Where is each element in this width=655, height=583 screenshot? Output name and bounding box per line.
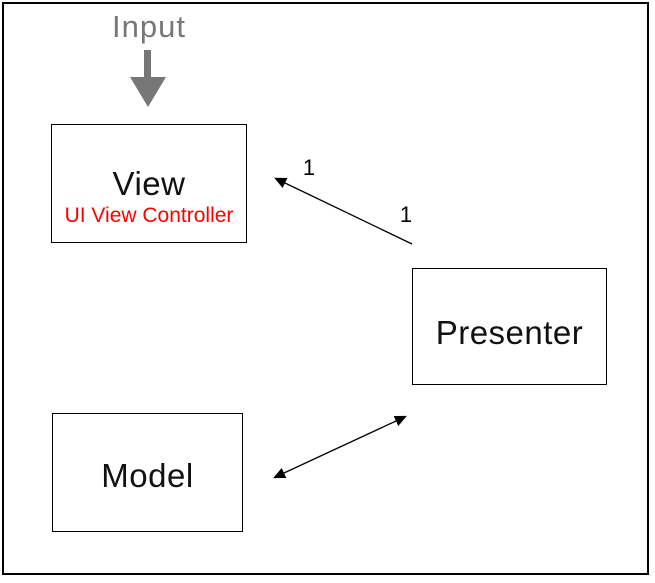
model-node: Model (52, 413, 243, 532)
presenter-node: Presenter (412, 268, 607, 385)
multiplicity-label-view-end: 1 (302, 155, 316, 180)
outer-border (2, 2, 649, 575)
presenter-node-title: Presenter (435, 314, 584, 352)
multiplicity-label-presenter-end: 1 (399, 202, 413, 227)
view-node-title: View (112, 164, 186, 202)
view-node: View UI View Controller (51, 124, 247, 243)
view-node-subtitle: UI View Controller (64, 204, 234, 228)
input-label: Input (112, 9, 186, 44)
model-node-title: Model (101, 457, 194, 495)
